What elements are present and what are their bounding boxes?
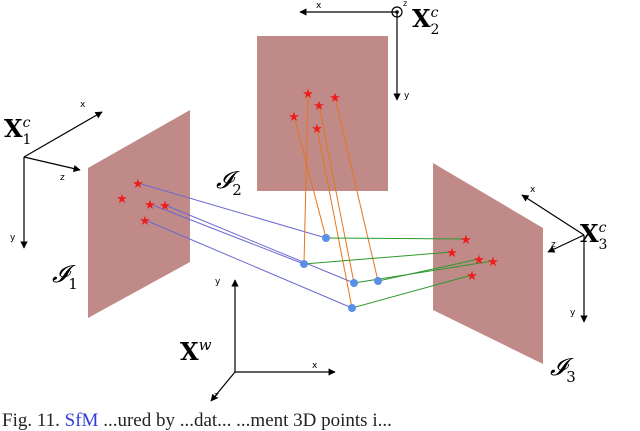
- camera-2-axis-y: y: [404, 91, 410, 101]
- image-plane-1: [88, 110, 190, 318]
- camera-3-axis-x: x: [530, 185, 536, 195]
- label-world: Xw: [180, 336, 212, 366]
- point-3d: [374, 277, 382, 285]
- caption-rest: ...ured by ...dat... ...ment 3D points i…: [103, 410, 392, 431]
- feature-stars: ★ ★ ★ ★ ★ ★ ★ ★ ★ ★ ★ ★ ★ ★ ★: [116, 87, 499, 284]
- point-3d: [350, 279, 358, 287]
- world-axis-x: x: [312, 361, 318, 371]
- camera-2-axis-x: x: [316, 1, 322, 11]
- label-img1: 𝓘1: [52, 260, 78, 293]
- caption-link-sfm[interactable]: SfM: [64, 410, 99, 431]
- camera-1-axis-x: x: [80, 100, 86, 110]
- caption-prefix: Fig. 11.: [2, 410, 60, 431]
- feature-star: ★: [487, 255, 499, 270]
- camera-2-axis-z: z: [403, 0, 407, 8]
- rays-camera-2: [293, 92, 379, 309]
- label-img2: 𝓘2: [216, 166, 242, 199]
- label-img3: 𝓘3: [550, 353, 576, 386]
- feature-star: ★: [144, 198, 156, 213]
- points-3d: [300, 234, 382, 312]
- feature-star: ★: [473, 253, 485, 268]
- feature-star: ★: [466, 269, 478, 284]
- camera-3-axis-z: z: [551, 240, 556, 250]
- feature-star: ★: [159, 199, 171, 214]
- camera-1-axes: [20, 111, 103, 249]
- point-3d: [322, 234, 330, 242]
- image-plane-2: [257, 36, 388, 191]
- feature-star: ★: [311, 122, 323, 137]
- feature-star: ★: [329, 91, 341, 106]
- feature-star: ★: [313, 99, 325, 114]
- feature-star: ★: [302, 87, 314, 102]
- world-axis-z: z: [214, 391, 219, 401]
- image-plane-3: [433, 163, 543, 364]
- rays-camera-1: [137, 182, 355, 309]
- camera-3-axis-y: y: [570, 308, 576, 318]
- camera-2-axis-z-dot: [395, 10, 399, 14]
- camera-1-axis-y: y: [10, 233, 16, 243]
- camera-2-axes: [299, 6, 403, 101]
- feature-star: ★: [460, 233, 472, 248]
- point-3d: [348, 304, 356, 312]
- rays-camera-3: [303, 237, 494, 309]
- feature-star: ★: [132, 177, 144, 192]
- feature-star: ★: [116, 192, 128, 207]
- camera-1-axis-z: z: [60, 173, 65, 183]
- figure-caption: Fig. 11. SfM ...ured by ...dat... ...men…: [2, 410, 640, 431]
- camera-3-axes: [521, 194, 588, 323]
- point-3d: [300, 260, 308, 268]
- feature-star: ★: [139, 214, 151, 229]
- world-axes: [210, 279, 336, 402]
- feature-star: ★: [446, 246, 458, 261]
- feature-star: ★: [288, 110, 300, 125]
- world-axis-y: y: [215, 277, 221, 287]
